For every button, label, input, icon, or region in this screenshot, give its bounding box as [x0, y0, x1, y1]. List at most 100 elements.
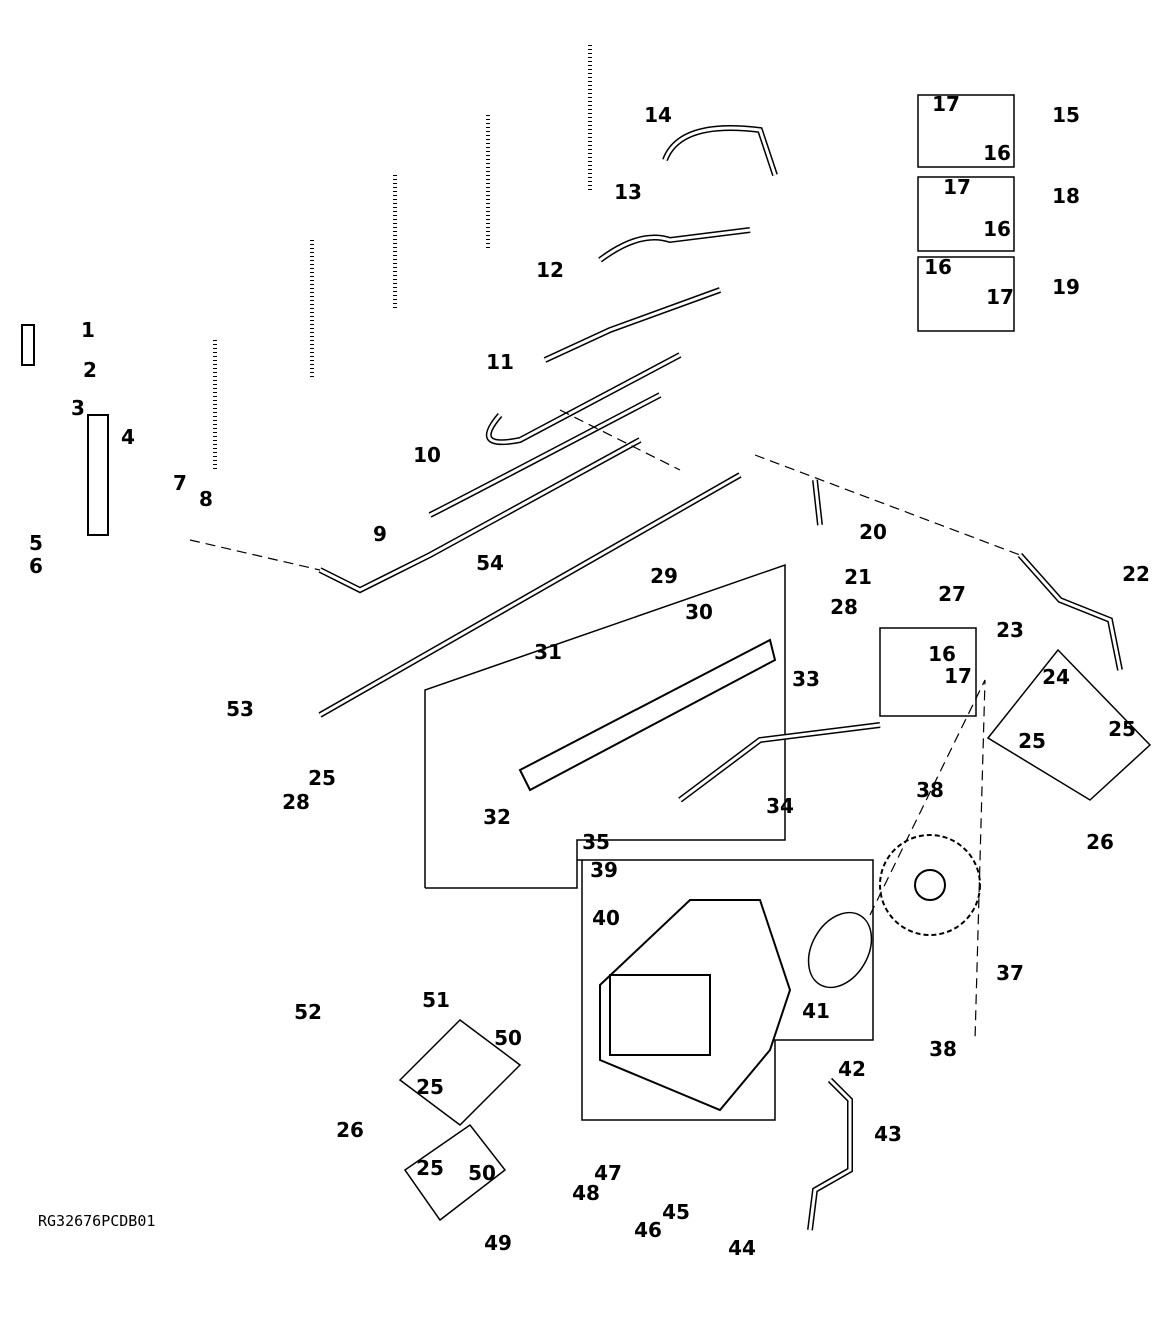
callout-16: 16 [928, 642, 956, 666]
callout-16: 16 [924, 255, 952, 279]
callout-22: 22 [1122, 562, 1150, 586]
callout-32: 32 [483, 805, 511, 829]
callout-50: 50 [494, 1026, 522, 1050]
gear-hub [914, 869, 946, 901]
callout-30: 30 [685, 600, 713, 624]
fuel-pipe [807, 1077, 853, 1231]
callout-17: 17 [943, 175, 971, 199]
callout-39: 39 [590, 858, 618, 882]
sensor-box [986, 648, 1152, 801]
fuel-pipe-inner [599, 228, 751, 262]
callout-17: 17 [986, 285, 1014, 309]
callout-20: 20 [859, 520, 887, 544]
callout-47: 47 [594, 1161, 622, 1185]
rail-group-box [424, 563, 786, 889]
injector [87, 414, 109, 536]
callout-26: 26 [336, 1118, 364, 1142]
callout-44: 44 [728, 1236, 756, 1260]
fuel-pipe-inner [663, 126, 777, 176]
callout-25: 25 [308, 766, 336, 790]
kit-box [917, 256, 1015, 332]
callout-1: 1 [81, 318, 95, 342]
callout-25: 25 [416, 1156, 444, 1180]
kit-box [917, 94, 1015, 168]
pump-cover [609, 974, 711, 1056]
o-ring [807, 911, 873, 989]
reference-code: RG32676PCDB01 [38, 1212, 155, 1230]
callout-16: 16 [983, 141, 1011, 165]
callout-2: 2 [83, 358, 97, 382]
fuel-pipe-inner [808, 1078, 852, 1231]
callout-14: 14 [644, 103, 672, 127]
callout-25: 25 [1108, 717, 1136, 741]
callout-29: 29 [650, 564, 678, 588]
callout-34: 34 [766, 794, 794, 818]
callout-45: 45 [662, 1200, 690, 1224]
callout-26: 26 [1086, 830, 1114, 854]
fuel-pipe-inner [429, 393, 661, 517]
callout-23: 23 [996, 618, 1024, 642]
diagram-geometry [21, 45, 1152, 1231]
callout-28: 28 [282, 790, 310, 814]
callout-42: 42 [838, 1057, 866, 1081]
kit-box [879, 627, 977, 717]
callout-15: 15 [1052, 103, 1080, 127]
valve-box-2 [403, 1123, 507, 1222]
callout-52: 52 [294, 1000, 322, 1024]
callout-38: 38 [929, 1037, 957, 1061]
callout-40: 40 [592, 906, 620, 930]
callout-46: 46 [634, 1218, 662, 1242]
callout-16: 16 [983, 217, 1011, 241]
callout-35: 35 [582, 830, 610, 854]
pump-group-box [577, 859, 874, 1121]
callout-9: 9 [373, 522, 387, 546]
fuel-pipe-inner [1018, 554, 1122, 671]
callout-18: 18 [1052, 184, 1080, 208]
kit-box [917, 176, 1015, 252]
callout-54: 54 [476, 551, 504, 575]
callout-50: 50 [468, 1161, 496, 1185]
callout-33: 33 [792, 667, 820, 691]
callout-4: 4 [121, 425, 135, 449]
callout-6: 6 [29, 554, 43, 578]
callout-8: 8 [199, 487, 213, 511]
alignment-line [189, 539, 321, 571]
callout-21: 21 [844, 565, 872, 589]
callout-12: 12 [536, 258, 564, 282]
callout-37: 37 [996, 961, 1024, 985]
fuel-pipe-inner [544, 288, 721, 362]
callout-48: 48 [572, 1181, 600, 1205]
callout-24: 24 [1042, 665, 1070, 689]
fuel-pipe [662, 125, 778, 176]
callout-11: 11 [486, 350, 514, 374]
callout-17: 17 [932, 92, 960, 116]
fuel-pipe-inner [319, 438, 641, 592]
callout-19: 19 [1052, 275, 1080, 299]
valve-box [398, 1019, 522, 1126]
callout-25: 25 [416, 1075, 444, 1099]
fuel-pipe-inner [319, 473, 741, 717]
callout-53: 53 [226, 697, 254, 721]
callout-25: 25 [1018, 729, 1046, 753]
callout-49: 49 [484, 1231, 512, 1255]
callout-17: 17 [944, 664, 972, 688]
fuel-pipe-inner [813, 479, 822, 526]
callout-7: 7 [173, 471, 187, 495]
callout-10: 10 [413, 443, 441, 467]
alignment-line [559, 409, 681, 471]
callout-31: 31 [534, 640, 562, 664]
callout-13: 13 [614, 180, 642, 204]
callout-3: 3 [71, 396, 85, 420]
bolt [21, 324, 35, 366]
fuel-pipe-inner [679, 723, 881, 802]
callout-28: 28 [830, 595, 858, 619]
callout-27: 27 [938, 582, 966, 606]
callout-41: 41 [802, 999, 830, 1023]
callout-5: 5 [29, 531, 43, 555]
callout-51: 51 [422, 988, 450, 1012]
alignment-line [869, 679, 986, 1041]
callout-43: 43 [874, 1122, 902, 1146]
